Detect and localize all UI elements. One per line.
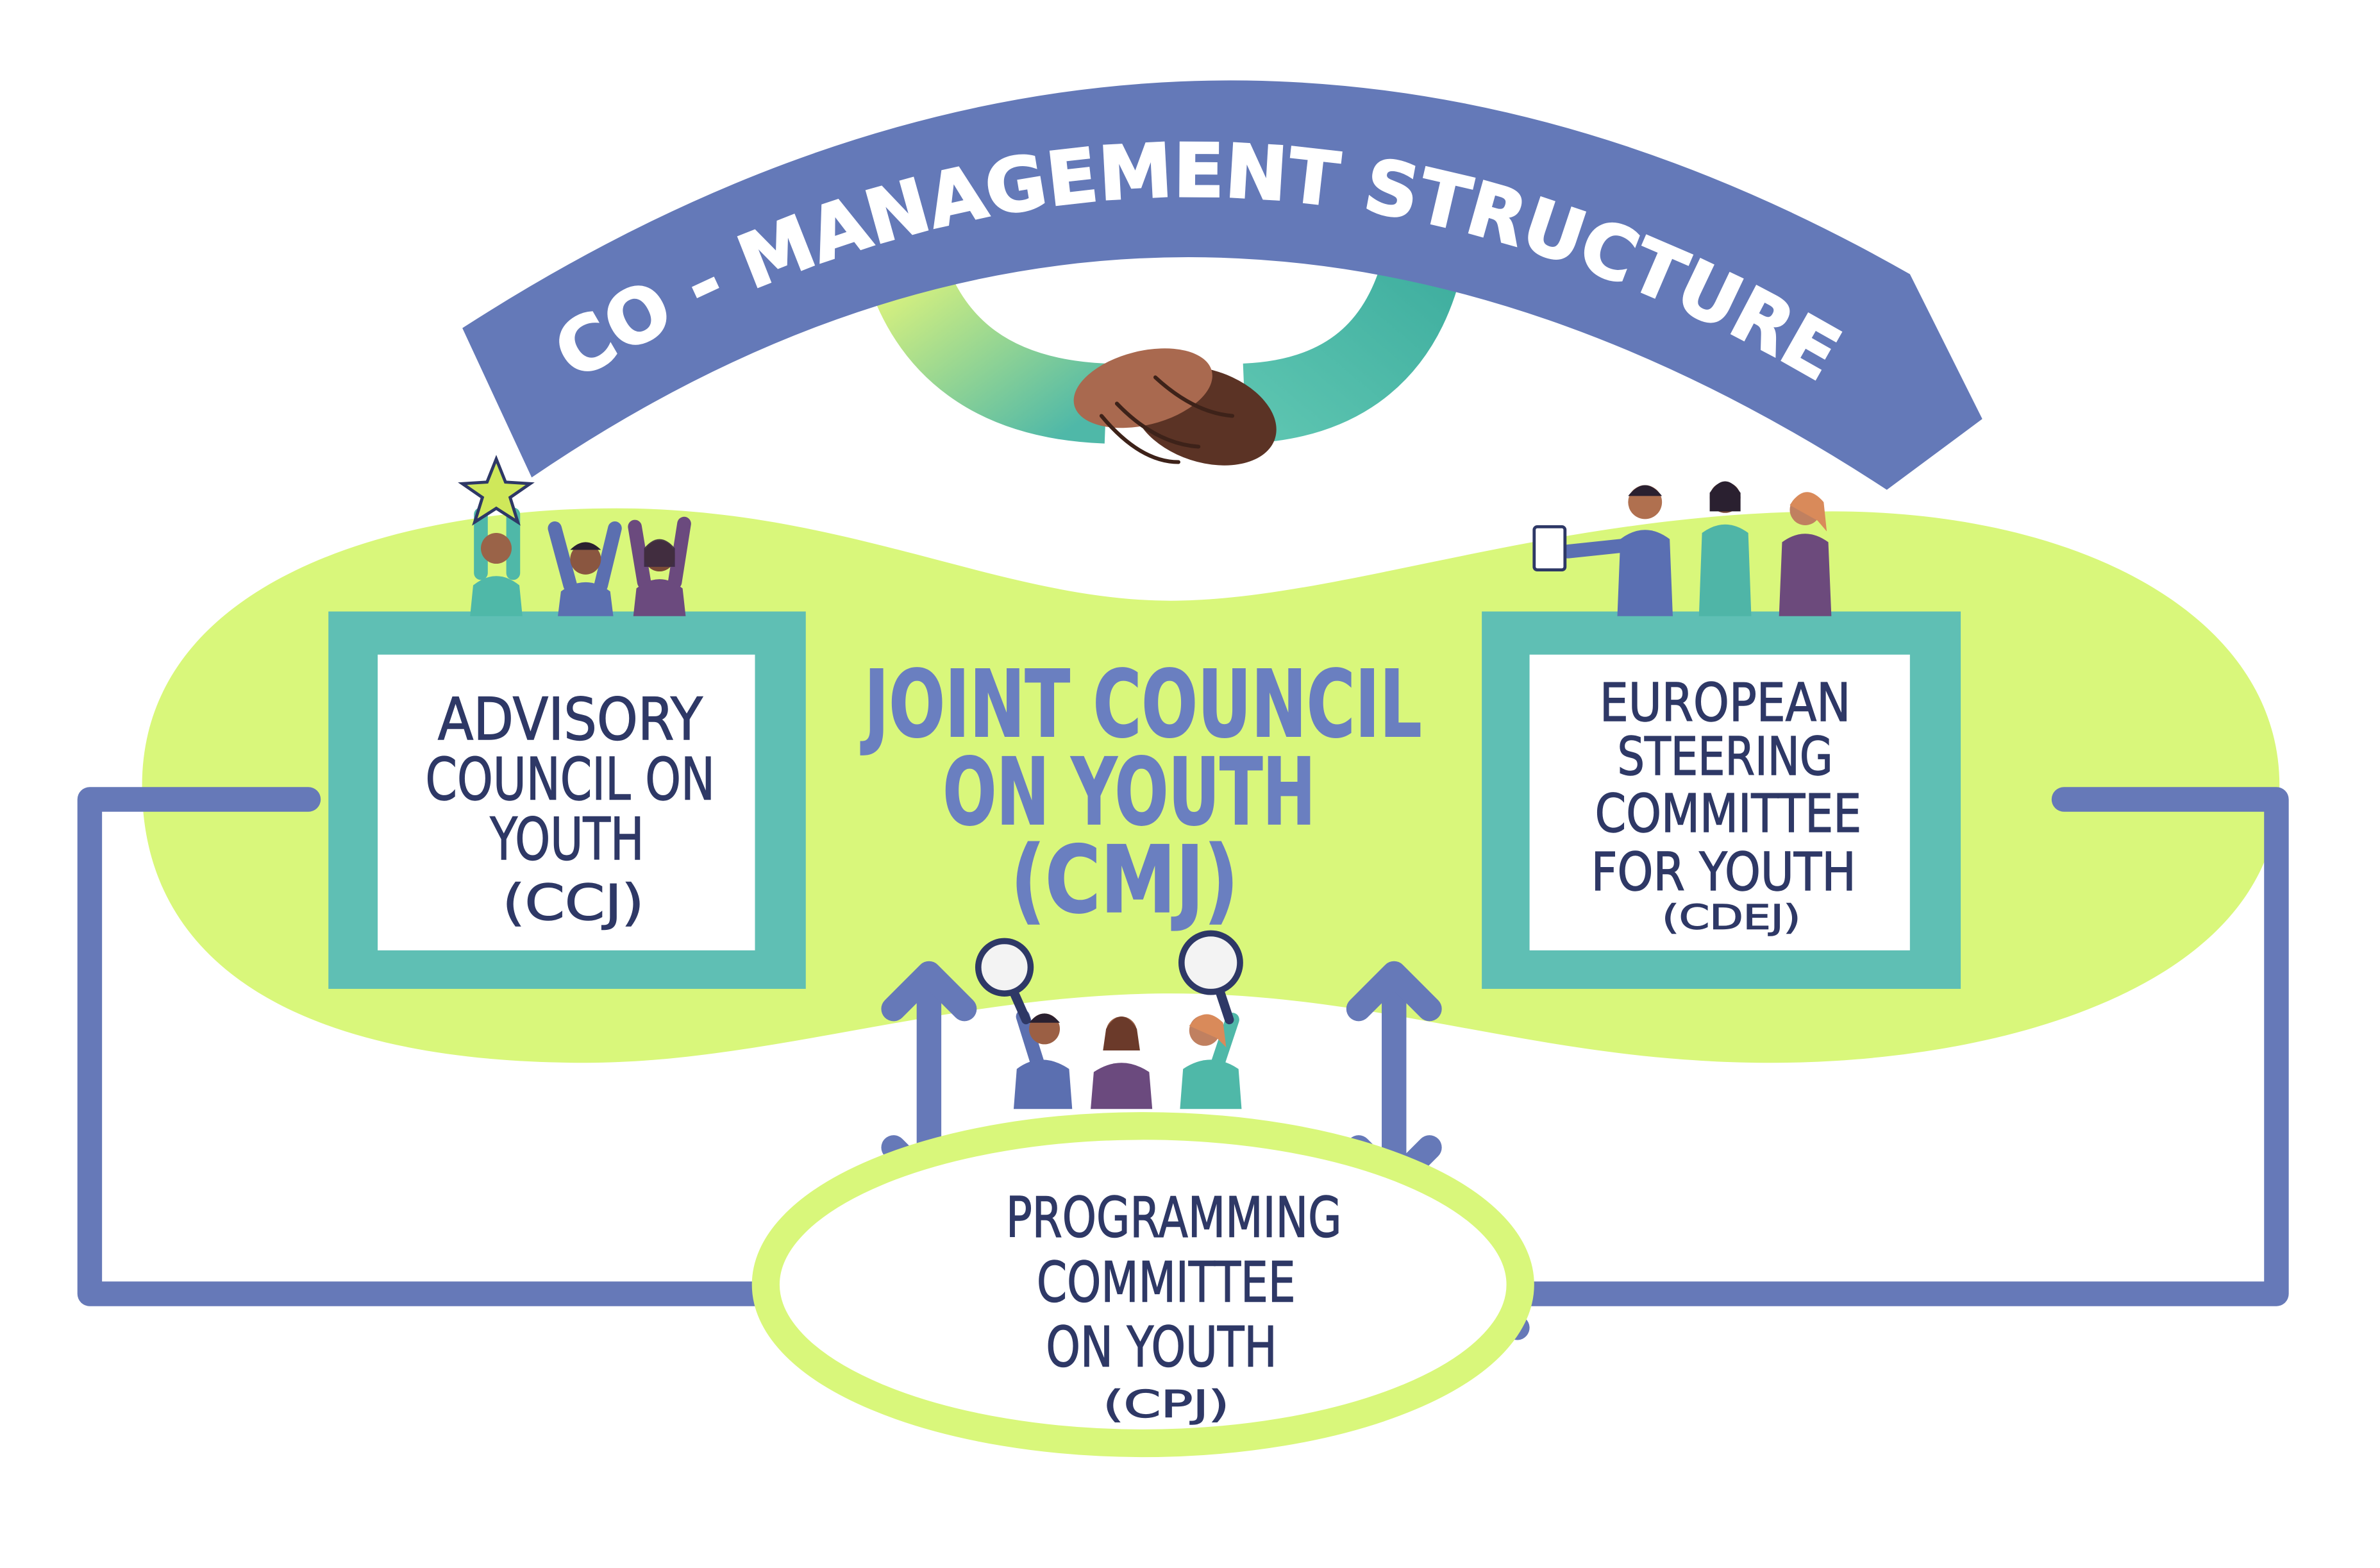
person-icon <box>1779 492 1832 616</box>
left-double-arrow-top <box>881 961 977 1022</box>
head <box>570 543 601 575</box>
arm <box>667 516 691 589</box>
youth-group-left <box>458 455 691 616</box>
handshake-icon <box>862 243 1464 466</box>
advisory-council-box: ADVISORY COUNCIL ON YOUTH (CCJ) <box>328 611 806 989</box>
body <box>1091 1063 1153 1109</box>
document-icon <box>1532 525 1567 572</box>
body <box>1180 1059 1242 1109</box>
programming-ellipse <box>751 1112 1534 1458</box>
european-steering-box: EUROPEAN STEERING COMMITTEE FOR YOUTH (C… <box>1482 611 1961 989</box>
steering-panel <box>1529 654 1910 950</box>
steering-line-2: STEERING <box>1617 727 1832 788</box>
arm <box>1561 538 1634 559</box>
hair <box>1029 1013 1060 1023</box>
title-banner <box>462 80 1982 490</box>
person-icon <box>628 516 691 616</box>
person-icon <box>548 521 622 616</box>
programming-line-3: ON YOUTH <box>1046 1315 1277 1379</box>
magnifier-handle <box>1215 987 1234 1025</box>
magnifier-handle <box>1009 987 1031 1025</box>
advisory-line-3: YOUTH <box>490 805 644 873</box>
body <box>633 579 686 616</box>
person-icon <box>458 455 535 616</box>
advisory-acronym: (CCJ) <box>503 875 644 932</box>
right-connector <box>1479 787 2289 1306</box>
programming-line-2: COMMITTEE <box>1037 1251 1295 1315</box>
light-hand <box>1073 348 1212 428</box>
advisory-line-2: COUNCIL ON <box>426 745 716 814</box>
advisory-panel <box>378 654 755 950</box>
right-double-arrow-top <box>1346 961 1442 1022</box>
magnifier-icon <box>1178 930 1243 995</box>
steering-line-1: EUROPEAN <box>1600 673 1850 734</box>
joint-council-acronym: (CMJ) <box>1010 826 1238 934</box>
body <box>470 576 523 616</box>
person-icon <box>1698 481 1752 616</box>
arm <box>628 519 651 589</box>
advisory-line-1: ADVISORY <box>438 685 703 754</box>
body <box>558 582 614 616</box>
hair <box>1709 481 1741 512</box>
programming-line-1: PROGRAMMING <box>1006 1186 1342 1251</box>
left-connector <box>77 787 891 1306</box>
steering-line-3: COMMITTEE <box>1595 784 1862 845</box>
hair <box>1789 492 1827 532</box>
arm <box>1016 1009 1046 1073</box>
person-icon <box>1532 485 1673 616</box>
joint-council-label: JOINT COUNCIL ON YOUTH (CMJ) <box>860 650 1423 934</box>
steering-line-4: FOR YOUTH <box>1591 842 1856 903</box>
hair <box>1189 1014 1227 1048</box>
joint-council-line-1: JOINT COUNCIL <box>860 650 1422 758</box>
hair <box>570 542 601 550</box>
steering-acronym: (CDEJ) <box>1662 898 1800 937</box>
body <box>1698 524 1752 616</box>
body <box>1013 1059 1073 1109</box>
programming-group <box>975 930 1243 1109</box>
programming-committee: PROGRAMMING COMMITTEE ON YOUTH (CPJ) <box>751 1112 1534 1458</box>
joint-council-line-2: ON YOUTH <box>943 738 1316 846</box>
person-icon <box>1091 1016 1153 1109</box>
body <box>1617 530 1673 616</box>
arm <box>594 521 622 593</box>
head <box>480 533 512 564</box>
person-icon <box>975 938 1073 1109</box>
star-icon <box>458 455 535 526</box>
hair <box>1103 1016 1140 1051</box>
right-arm <box>1242 245 1464 444</box>
officials-group-right <box>1532 481 1832 616</box>
hair <box>1628 485 1663 496</box>
person-icon <box>1178 930 1243 1109</box>
hair <box>644 539 675 567</box>
body <box>1779 534 1832 616</box>
magnifier-icon <box>975 938 1034 997</box>
programming-acronym: (CPJ) <box>1103 1383 1229 1426</box>
finger-lines <box>1099 375 1235 464</box>
arm <box>548 521 578 593</box>
